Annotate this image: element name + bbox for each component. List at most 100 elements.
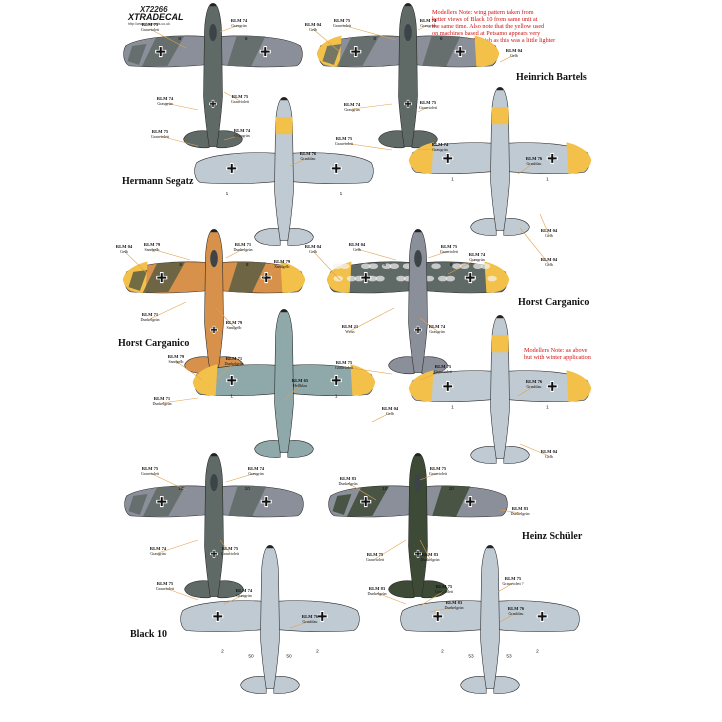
aircraft-number: 2 xyxy=(221,649,224,655)
note-middle-line-2: but with winter application xyxy=(524,354,591,361)
cowling-underside xyxy=(491,107,509,125)
rlm-colour-name: Graugrün xyxy=(469,257,484,262)
tailplane-right xyxy=(217,580,244,599)
camo-patch xyxy=(128,270,148,291)
leader-line xyxy=(371,412,391,423)
rlm-colour-name: Graugrün xyxy=(429,329,444,334)
leader-line xyxy=(161,397,199,404)
wingtip-right xyxy=(566,370,592,402)
mottle-spot xyxy=(346,275,357,282)
rlm-colour-name: Dunkelgrün xyxy=(367,591,386,596)
leader-line xyxy=(417,148,441,151)
mottle-spot xyxy=(452,263,462,270)
leader-line xyxy=(499,612,517,623)
mottle-spot xyxy=(332,263,342,270)
rlm-code: RLM 79 xyxy=(274,259,291,264)
rlm-colour-name: Graugrün xyxy=(234,133,249,138)
aircraft-number: 2 xyxy=(316,649,319,655)
rlm-colour-name: Hellblau xyxy=(293,383,307,388)
rlm-colour-name: Gelb xyxy=(545,233,553,238)
canopy xyxy=(414,250,422,268)
rlm-code: RLM 75 xyxy=(420,100,437,105)
rlm-colour-name: Graublau xyxy=(509,611,524,616)
rlm-code: RLM 75 xyxy=(505,576,522,581)
leader-line xyxy=(123,250,151,277)
rlm-code: RLM 71 xyxy=(142,312,159,317)
aircraft-number: 1 xyxy=(451,404,454,410)
note-top-line-3: the same time. Also note that the yellow… xyxy=(432,23,545,30)
brand-name: XTRADECAL xyxy=(127,12,184,22)
rlm-colour-name: Grauviolett xyxy=(141,471,160,476)
leader-line xyxy=(164,587,199,601)
wingtip-left xyxy=(408,370,434,402)
spinner xyxy=(486,545,494,548)
fuselage xyxy=(204,455,224,597)
camo-patch xyxy=(227,35,266,67)
rlm-colour-name: Sandgelb xyxy=(145,247,160,252)
rlm-colour-name: Sandgelb xyxy=(169,359,184,364)
spinner xyxy=(266,545,274,548)
leader-line xyxy=(376,592,407,605)
mottle-spot xyxy=(473,263,483,270)
rlm-code: RLM 79 xyxy=(168,354,185,359)
canopy xyxy=(404,24,412,42)
leader-line xyxy=(343,366,393,375)
note-top-line-5: light and maybe Finnish as this was a li… xyxy=(432,37,555,44)
rlm-colour-name: Gelb xyxy=(545,454,553,459)
rlm-colour-name: Grauviolett xyxy=(151,134,170,139)
leader-line xyxy=(219,24,240,33)
rlm-code: RLM 71 xyxy=(154,396,171,401)
rlm-colour-name: Gelb xyxy=(386,411,394,416)
note-middle-line-1: Modellers Note: as above xyxy=(524,347,588,354)
mottle-spot xyxy=(389,263,399,270)
aircraft-number: 50 xyxy=(286,653,292,659)
rlm-colour-name: Grauviolett xyxy=(419,105,438,110)
leader-line xyxy=(215,307,235,328)
leader-line xyxy=(164,102,199,111)
rlm-code: RLM 76 xyxy=(526,156,543,161)
leader-line xyxy=(312,28,341,53)
rlm-code: RLM 74 xyxy=(150,546,167,551)
tailplane-left xyxy=(388,580,415,599)
leader-line xyxy=(351,103,393,110)
leader-line xyxy=(429,606,455,613)
fuselage xyxy=(398,5,418,147)
aircraft-number: 1 xyxy=(226,191,229,197)
leader-line xyxy=(419,539,431,560)
tailplane-left xyxy=(183,130,210,149)
rlm-colour-name: Dunkelgrün xyxy=(233,247,252,252)
rlm-code: RLM 75 xyxy=(142,22,159,27)
camo-patch xyxy=(228,485,267,517)
spinner xyxy=(414,229,422,232)
rlm-code: RLM 75 xyxy=(152,129,169,134)
canopy xyxy=(414,474,422,492)
rlm-code: RLM 74 xyxy=(248,466,265,471)
leader-line xyxy=(149,28,187,49)
rlm-colour-name: Grauviolett xyxy=(156,586,175,591)
tailplane-right xyxy=(273,676,300,694)
rlm-code: RLM 04 xyxy=(382,406,399,411)
leader-line xyxy=(223,134,243,141)
rlm-colour-name: Dunkelgrün xyxy=(444,605,463,610)
rlm-code: RLM 74 xyxy=(432,142,449,147)
leader-line xyxy=(419,590,445,607)
